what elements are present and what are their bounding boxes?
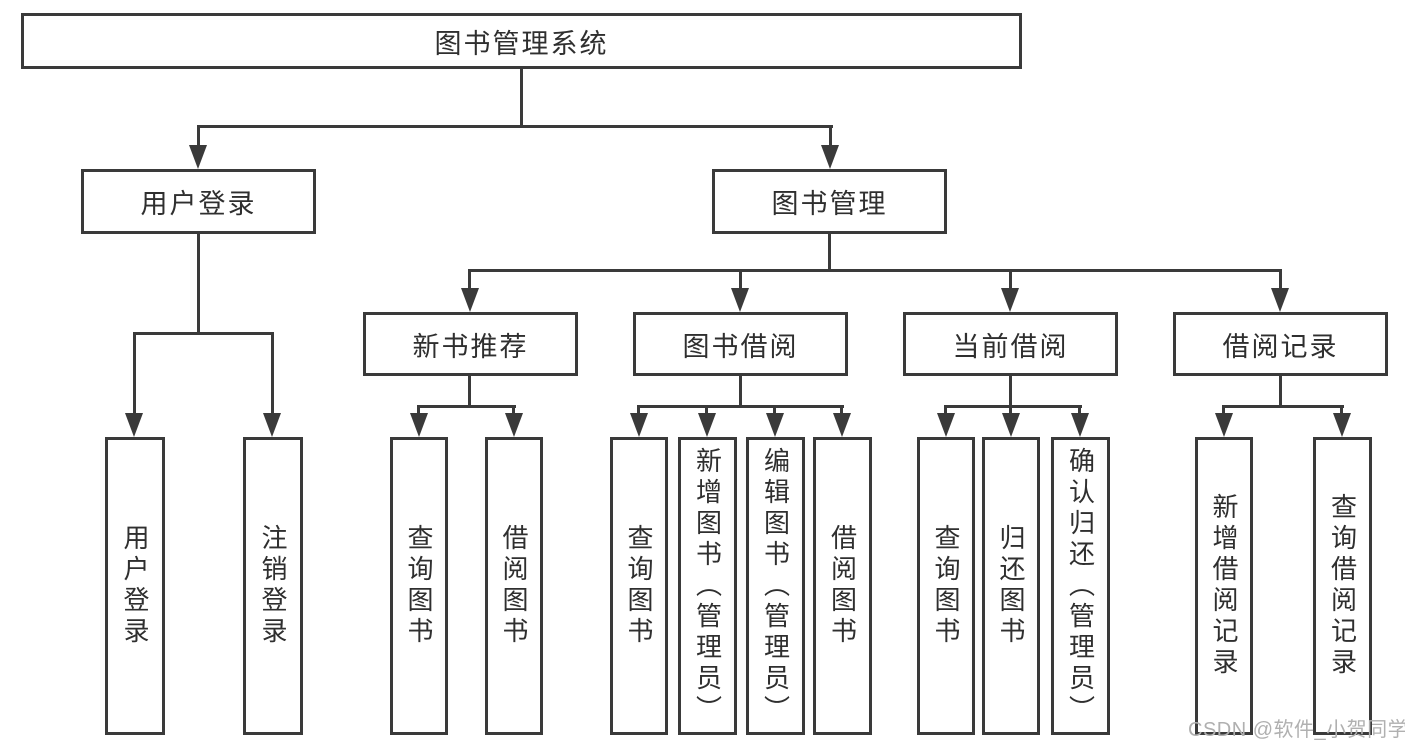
node-label: 图书管理 — [771, 189, 888, 219]
connector-line — [512, 405, 515, 417]
connector-line — [773, 405, 776, 417]
connector-line — [637, 405, 844, 408]
node-label: 查询图书 — [624, 524, 654, 648]
arrowhead-icon — [821, 145, 839, 169]
connector-line — [1222, 405, 1225, 417]
connector-line — [739, 269, 742, 291]
node-current-borrowing: 当前借阅 — [903, 312, 1118, 376]
arrowhead-icon — [410, 413, 428, 437]
connector-line — [944, 405, 947, 417]
arrowhead-icon — [731, 288, 749, 312]
leaf-confirm-return-admin: 确认归还（管理员） — [1051, 437, 1110, 735]
node-label: 确认归还（管理员） — [1065, 446, 1096, 726]
leaf-return-books: 归还图书 — [982, 437, 1040, 735]
leaf-query-books: 查询图书 — [390, 437, 448, 735]
node-label: 用户登录 — [120, 524, 150, 648]
leaf-logout: 注销登录 — [243, 437, 303, 735]
connector-line — [520, 69, 523, 127]
node-label: 编辑图书（管理员） — [760, 446, 791, 726]
leaf-add-borrow-record: 新增借阅记录 — [1195, 437, 1253, 735]
node-label: 图书借阅 — [682, 331, 799, 362]
connector-line — [1009, 269, 1012, 291]
node-label: 用户登录 — [140, 189, 257, 219]
leaf-query-books: 查询图书 — [917, 437, 975, 735]
connector-line — [1279, 376, 1282, 408]
node-label: 借阅记录 — [1222, 331, 1339, 362]
node-label: 新书推荐 — [412, 331, 529, 362]
connector-line — [705, 405, 708, 417]
connector-line — [197, 125, 200, 149]
node-label: 当前借阅 — [952, 331, 1069, 362]
node-label: 借阅图书 — [827, 524, 858, 648]
node-label: 借阅图书 — [499, 524, 529, 648]
connector-line — [1222, 405, 1344, 408]
connector-line — [1009, 376, 1012, 408]
connector-line — [417, 405, 420, 417]
leaf-borrow-books: 借阅图书 — [813, 437, 872, 735]
arrowhead-icon — [698, 413, 716, 437]
connector-line — [840, 405, 843, 417]
connector-line — [133, 332, 274, 335]
node-borrowing-records: 借阅记录 — [1173, 312, 1388, 376]
node-label: 查询图书 — [931, 524, 961, 648]
connector-line — [468, 269, 471, 291]
arrowhead-icon — [833, 413, 851, 437]
connector-line — [417, 405, 516, 408]
connector-line — [1340, 405, 1343, 417]
leaf-query-books: 查询图书 — [610, 437, 668, 735]
leaf-borrow-books: 借阅图书 — [485, 437, 543, 735]
arrowhead-icon — [125, 413, 143, 437]
arrowhead-icon — [1333, 413, 1351, 437]
node-label: 新增图书（管理员） — [692, 446, 723, 726]
connector-line — [637, 405, 640, 417]
arrowhead-icon — [263, 413, 281, 437]
connector-line — [1078, 405, 1081, 417]
node-label: 查询图书 — [404, 524, 434, 648]
watermark: CSDN @软件_小贺同学 — [1188, 719, 1405, 741]
node-label: 注销登录 — [258, 524, 288, 648]
node-root-library-system: 图书管理系统 — [21, 13, 1022, 69]
connector-line — [271, 332, 274, 416]
node-label: 查询借阅记录 — [1327, 493, 1358, 679]
node-user-login: 用户登录 — [81, 169, 316, 234]
arrowhead-icon — [937, 413, 955, 437]
arrowhead-icon — [505, 413, 523, 437]
arrowhead-icon — [189, 145, 207, 169]
arrowhead-icon — [1215, 413, 1233, 437]
arrowhead-icon — [1271, 288, 1289, 312]
connector-line — [1279, 269, 1282, 291]
leaf-add-books-admin: 新增图书（管理员） — [678, 437, 737, 735]
node-label: 新增借阅记录 — [1209, 493, 1239, 679]
leaf-query-borrow-record: 查询借阅记录 — [1313, 437, 1372, 735]
node-label: 图书管理系统 — [434, 28, 609, 59]
leaf-user-login: 用户登录 — [105, 437, 165, 735]
arrowhead-icon — [766, 413, 784, 437]
leaf-edit-books-admin: 编辑图书（管理员） — [746, 437, 805, 735]
connector-line — [829, 125, 832, 149]
arrowhead-icon — [1002, 413, 1020, 437]
connector-line — [828, 233, 831, 272]
node-book-borrowing: 图书借阅 — [633, 312, 848, 376]
connector-line — [468, 269, 1282, 272]
connector-line — [1009, 405, 1012, 417]
arrowhead-icon — [1001, 288, 1019, 312]
connector-line — [197, 234, 200, 335]
connector-line — [468, 376, 471, 408]
connector-line — [944, 405, 1082, 408]
arrowhead-icon — [461, 288, 479, 312]
node-label: 归还图书 — [996, 524, 1026, 648]
node-new-book-recommendation: 新书推荐 — [363, 312, 578, 376]
connector-line — [739, 376, 742, 408]
connector-line — [133, 332, 136, 416]
node-book-management: 图书管理 — [712, 169, 947, 234]
arrowhead-icon — [630, 413, 648, 437]
connector-line — [197, 125, 833, 128]
arrowhead-icon — [1071, 413, 1089, 437]
